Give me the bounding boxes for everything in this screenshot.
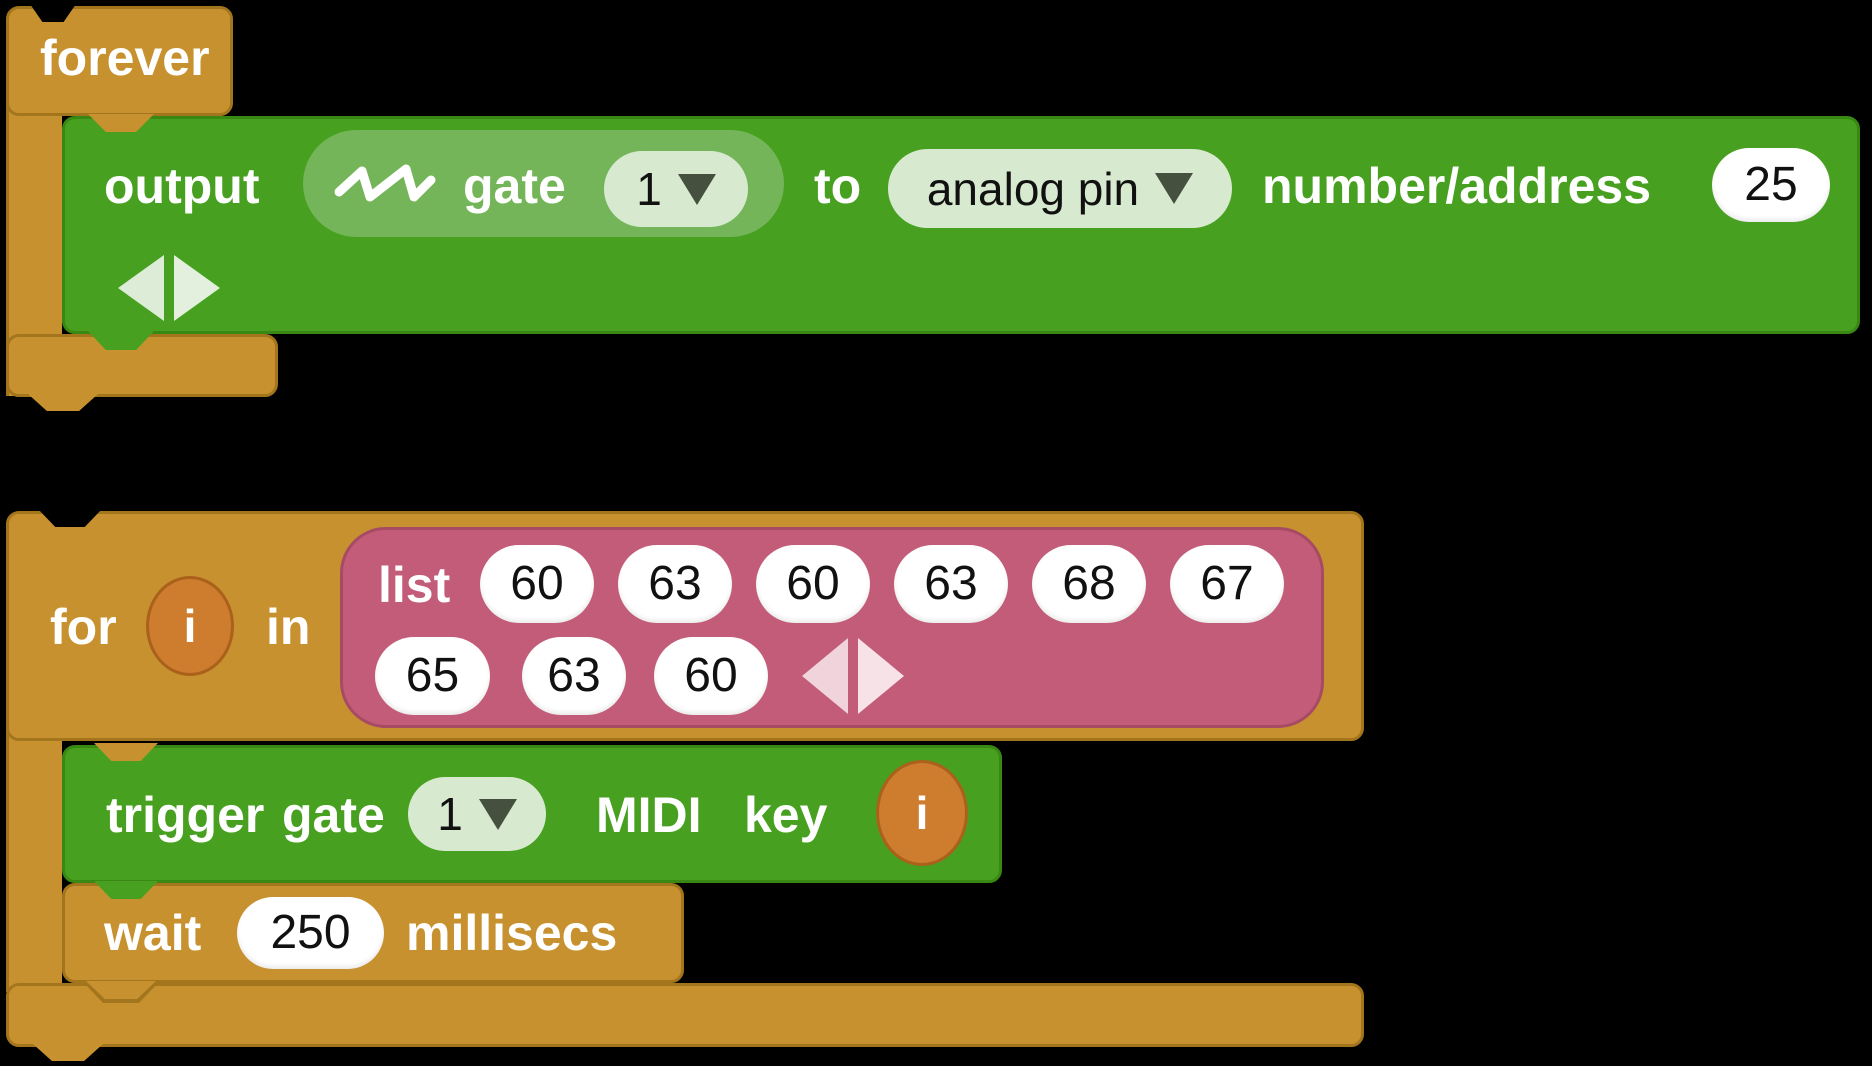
for-top-notch	[38, 509, 102, 527]
output-target-dropdown[interactable]: analog pin	[888, 149, 1232, 228]
key-label: key	[744, 787, 828, 843]
list-item-value: 67	[1200, 557, 1254, 610]
output-bottom-tab	[88, 331, 154, 350]
forever-joint-tab	[88, 114, 154, 132]
list-item-value: 63	[547, 649, 601, 702]
list-item-input[interactable]: 68	[1032, 545, 1146, 623]
wait-duration-value: 250	[270, 906, 351, 959]
list-item-input[interactable]: 67	[1170, 545, 1284, 623]
for-bottom-tab	[33, 1044, 103, 1061]
gate-label: gate	[463, 158, 566, 214]
output-target-value: analog pin	[926, 162, 1140, 215]
list-item-input[interactable]: 63	[894, 545, 1008, 623]
trigger-gate-label: gate	[282, 787, 385, 843]
address-value: 25	[1744, 158, 1798, 211]
list-item-input[interactable]: 65	[375, 637, 490, 715]
list-item-value: 60	[786, 557, 840, 610]
dropdown-arrow-icon	[478, 798, 517, 830]
expand-arrow-icon[interactable]	[174, 255, 220, 321]
address-input[interactable]: 25	[1712, 148, 1830, 222]
list-item-input[interactable]: 63	[522, 637, 626, 715]
list-item-input[interactable]: 60	[480, 545, 594, 623]
key-variable[interactable]: i	[876, 760, 968, 866]
millisecs-label: millisecs	[406, 905, 618, 961]
collapse-arrow-icon[interactable]	[118, 255, 164, 321]
list-collapse-arrow-icon[interactable]	[802, 638, 848, 714]
for-label: for	[50, 599, 117, 655]
list-item-input[interactable]: 60	[654, 637, 768, 715]
output-label: output	[104, 158, 260, 214]
forever-block[interactable]	[6, 6, 233, 116]
forever-label: forever	[40, 30, 210, 86]
list-item-value: 60	[510, 557, 564, 610]
gate-number-dropdown[interactable]: 1	[604, 151, 748, 227]
list-item-input[interactable]: 63	[618, 545, 732, 623]
loop-variable-name: i	[183, 600, 197, 652]
for-joint-tab	[94, 743, 158, 761]
number-address-label: number/address	[1262, 158, 1652, 214]
to-label: to	[814, 158, 862, 214]
loop-variable[interactable]: i	[146, 576, 234, 676]
for-bottom-bar[interactable]	[6, 983, 1364, 1047]
list-expand-arrow-icon[interactable]	[858, 638, 904, 714]
wait-joint-tab	[86, 981, 156, 999]
list-label: list	[378, 557, 451, 613]
list-item-value: 63	[924, 557, 978, 610]
trigger-gate-dropdown[interactable]: 1	[408, 777, 546, 851]
trigger-label: trigger	[106, 787, 265, 843]
in-label: in	[266, 599, 311, 655]
forever-bottom-tab	[28, 394, 98, 411]
key-variable-name: i	[915, 787, 929, 839]
gate-number-value: 1	[636, 163, 662, 215]
dropdown-arrow-icon	[677, 173, 716, 205]
trigger-joint-tab	[94, 881, 158, 899]
list-item-input[interactable]: 60	[756, 545, 870, 623]
midi-label: MIDI	[596, 787, 702, 843]
list-item-value: 68	[1062, 557, 1116, 610]
forever-top-notch	[30, 4, 76, 22]
list-item-value: 63	[648, 557, 702, 610]
trigger-gate-value: 1	[437, 788, 463, 840]
list-item-value: 65	[405, 649, 460, 702]
list-item-value: 60	[684, 649, 738, 702]
sawtooth-wave-icon	[334, 164, 436, 202]
for-left-arm[interactable]	[6, 700, 62, 992]
dropdown-arrow-icon	[1155, 173, 1194, 204]
wait-duration-input[interactable]: 250	[237, 897, 384, 969]
wait-label: wait	[104, 905, 202, 961]
